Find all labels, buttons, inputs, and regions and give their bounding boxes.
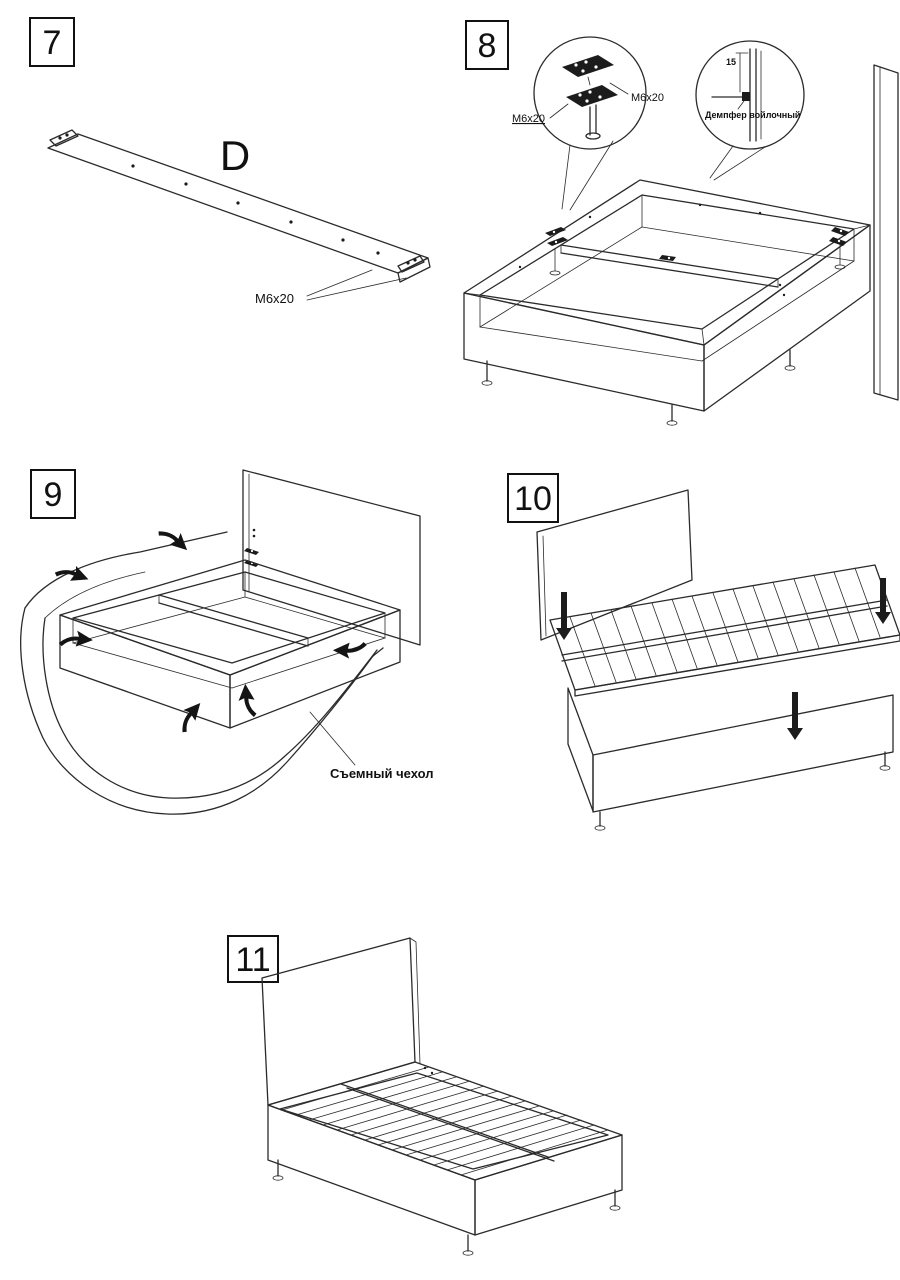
- headboard-drawing: [536, 489, 693, 641]
- pull-arrow-icon: [172, 697, 206, 735]
- step-10-panel: 10: [507, 473, 900, 831]
- step-11-box: [227, 935, 279, 983]
- dimension-label: 15: [726, 57, 736, 67]
- step-7-box: [29, 17, 75, 67]
- detail-circle-damper: 15 Демпфер войлочный: [695, 40, 805, 181]
- fastener-label: M6x20: [631, 92, 664, 104]
- bed-frame-drawing: [567, 687, 894, 831]
- part-d-label: D: [220, 132, 250, 179]
- slats: [281, 1066, 609, 1176]
- press-down-arrows: [556, 578, 891, 740]
- slats: [569, 567, 881, 687]
- step-8-panel: 8: [463, 20, 899, 426]
- fastener-callout: M6x20: [255, 269, 407, 306]
- down-arrow-icon: [556, 592, 572, 640]
- step-11-panel: 11: [227, 935, 623, 1256]
- step-10-number: 10: [514, 480, 552, 518]
- bed-leg-icon: [594, 751, 891, 831]
- corner-bracket-icon: [829, 227, 849, 270]
- pull-arrow-icon: [53, 560, 92, 587]
- slat-rail-part-d-drawing: [47, 129, 431, 283]
- step-8-number: 8: [478, 27, 497, 65]
- bed-frame-drawing: [59, 559, 401, 729]
- down-arrow-icon: [875, 578, 891, 624]
- step-9-panel: 9: [20, 469, 434, 815]
- assembled-bed-drawing: [267, 1061, 623, 1256]
- pull-arrow-icon: [332, 642, 368, 660]
- damper-label: Демпфер войлочный: [705, 110, 800, 120]
- cover-label: Съемный чехол: [330, 766, 434, 781]
- slat-base-drawing: [549, 564, 900, 697]
- corner-bracket-icon: [545, 227, 568, 276]
- divider-bracket-icon: [659, 255, 676, 261]
- step-10-box: [507, 473, 559, 523]
- headboard-drawing: [242, 469, 421, 646]
- center-divider-drawing: [158, 594, 309, 647]
- center-divider-drawing: [560, 244, 779, 288]
- headboard-drawing: [873, 64, 899, 401]
- pull-arrow-icon: [156, 521, 193, 556]
- pull-arrow-icon: [236, 682, 257, 719]
- step-11-number: 11: [235, 941, 270, 979]
- fastener-label: M6x20: [255, 291, 294, 306]
- detail-circle-bracket: M6x20 M6x20: [512, 36, 664, 211]
- fastener-label: M6x20: [512, 113, 545, 125]
- cover-callout: Съемный чехол: [309, 711, 434, 781]
- step-7-panel: 7 D M6x20: [29, 17, 431, 306]
- step-8-box: [465, 20, 509, 70]
- bed-leg-icon: [272, 1159, 621, 1256]
- step-9-box: [30, 469, 76, 519]
- bed-frame-drawing: [463, 179, 871, 426]
- bed-leg-icon: [481, 349, 796, 426]
- down-arrow-icon: [787, 692, 803, 740]
- step-7-number: 7: [43, 24, 62, 62]
- pull-arrow-icon: [58, 630, 94, 648]
- cover-pull-arrows: [53, 521, 368, 735]
- step-9-number: 9: [44, 476, 63, 514]
- headboard-drawing: [261, 937, 421, 1106]
